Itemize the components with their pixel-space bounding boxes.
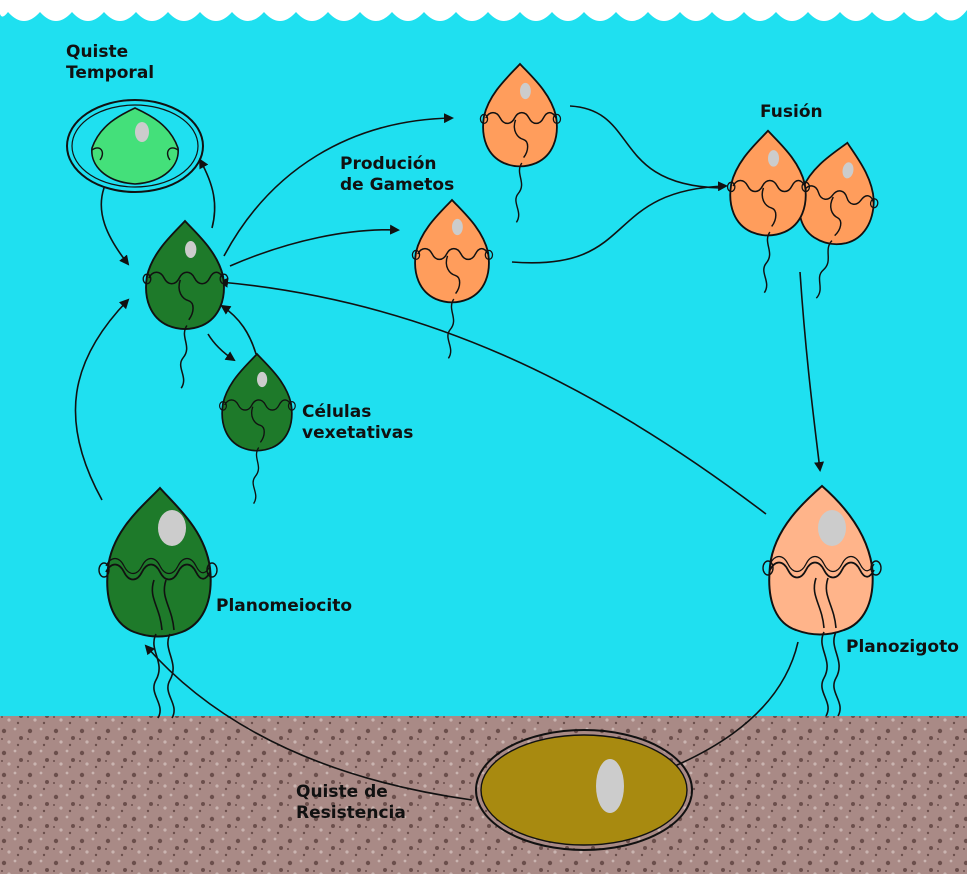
label-fusion: Fusión (760, 102, 823, 123)
label-celulas-vexetativas: Células vexetativas (302, 402, 413, 444)
label-quiste-temporal: Quiste Temporal (66, 42, 154, 84)
label-planomeiocito: Planomeiocito (216, 596, 352, 617)
label-planozigoto: Planozigoto (846, 637, 959, 658)
resting-cyst (476, 730, 692, 850)
label-quiste-resistencia: Quiste de Resistencia (296, 782, 406, 824)
label-producion-gametos: Produción de Gametos (340, 154, 454, 196)
